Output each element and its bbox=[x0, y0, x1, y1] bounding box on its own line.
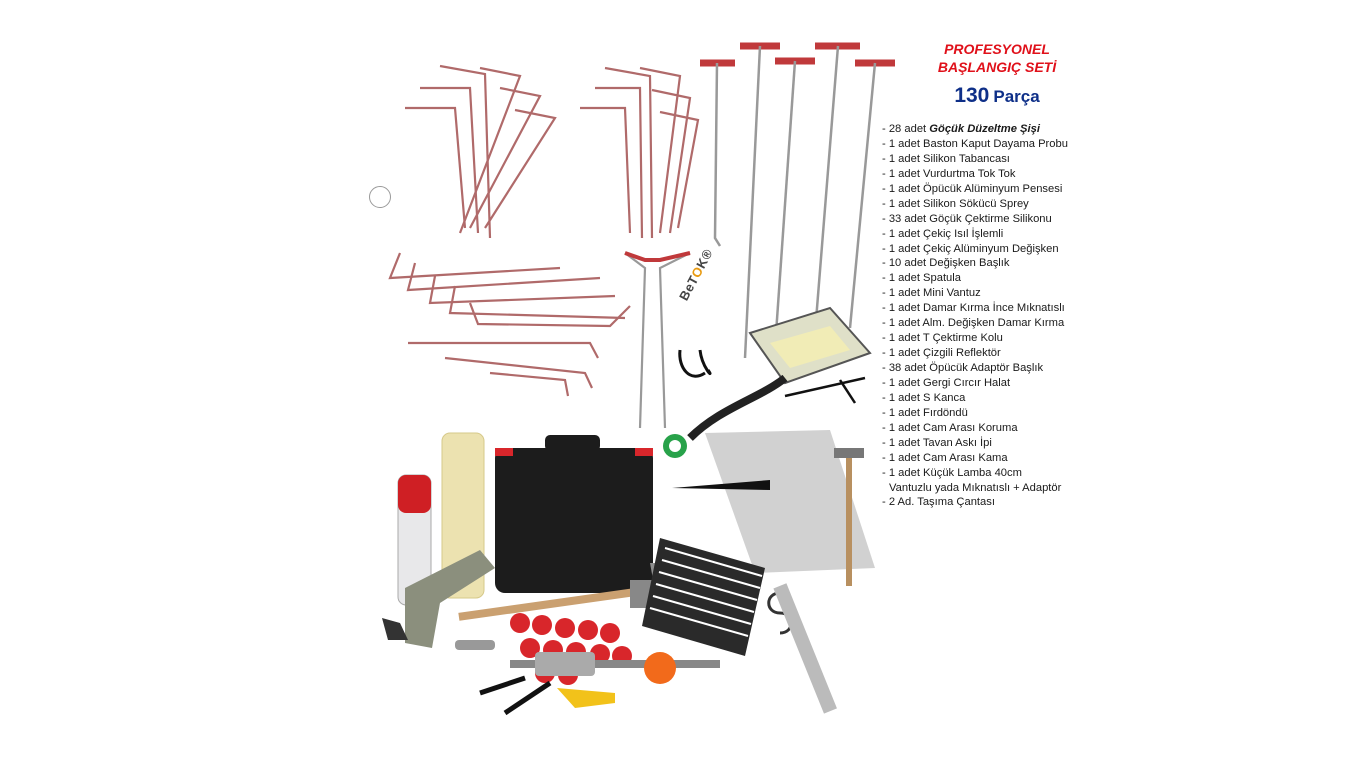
contents-item: - 1 adet Mini Vantuz bbox=[882, 287, 981, 300]
contents-item-continuation: Vantuzlu yada Mıknatıslı + Adaptör bbox=[889, 481, 1062, 494]
striped-reflector bbox=[642, 538, 765, 656]
contents-item: - 1 adet Fırdöndü bbox=[882, 406, 968, 419]
contents-item: - 1 adet Spatula bbox=[882, 272, 961, 285]
contents-item: - 1 adet Çizgili Reflektör bbox=[882, 347, 1001, 360]
contents-item: - 1 adet Tavan Askı İpi bbox=[882, 436, 992, 449]
y-rod bbox=[624, 251, 691, 429]
suction-handle bbox=[784, 376, 866, 404]
hammer bbox=[458, 580, 652, 621]
reflector-lamp bbox=[663, 306, 872, 458]
carry-case bbox=[495, 435, 653, 593]
contents-item: - 1 adet Çekiç Isıl İşlemli bbox=[882, 227, 1004, 240]
piece-count-unit: Parça bbox=[993, 87, 1040, 106]
tool-set-illustration bbox=[382, 42, 895, 716]
whale-tail-rods-left bbox=[405, 64, 557, 239]
contents-item: - 1 adet Gergi Cırcır Halat bbox=[882, 376, 1011, 389]
contents-item: - 38 adet Öpücük Adaptör Başlık bbox=[882, 362, 1044, 374]
contents-item: - 28 adet Göçük Düzeltme Şişi bbox=[882, 122, 1097, 137]
tap-hammer bbox=[834, 448, 864, 586]
contents-item: - 1 adet Silikon Tabancası bbox=[882, 152, 1010, 165]
pliers bbox=[479, 675, 552, 716]
contents-item: - 1 adet Öpücük Alüminyum Pensesi bbox=[882, 182, 1063, 195]
piece-count-number: 130 bbox=[954, 84, 990, 107]
contents-item: - 10 adet Değişken Başlık bbox=[882, 257, 1010, 270]
contents-item: - 1 adet Çekiç Alüminyum Değişken bbox=[882, 242, 1059, 255]
contents-item-last: - 2 Ad. Taşıma Çantası bbox=[882, 496, 995, 509]
contents-item: - 1 adet T Çektirme Kolu bbox=[882, 332, 1003, 345]
whale-tail-rods-right bbox=[580, 66, 700, 239]
bungee-cord bbox=[678, 349, 712, 378]
contents-item: - 1 adet Vurdurtma Tok Tok bbox=[882, 167, 1016, 180]
contents-item: - 1 adet Küçük Lamba 40cm bbox=[882, 466, 1022, 479]
slide-hammer bbox=[510, 652, 720, 684]
t-bar-puller bbox=[455, 640, 495, 650]
contents-item: - 1 adet Silikon Sökücü Sprey bbox=[882, 197, 1029, 210]
glue-gun bbox=[382, 550, 495, 648]
contents-first-bold: Göçük Düzeltme Şişi bbox=[929, 123, 1040, 135]
wedge bbox=[672, 480, 770, 490]
contents-item: - 1 adet Baston Kaput Dayama Probu bbox=[882, 137, 1068, 150]
contents-item: - 1 adet Cam Arası Kama bbox=[882, 451, 1008, 464]
hook-rods bbox=[388, 252, 631, 397]
contents-item: - 33 adet Göçük Çektirme Silikonu bbox=[882, 212, 1052, 225]
magnifier-circle-icon bbox=[369, 186, 391, 208]
contents-list: - 28 adet Göçük Düzeltme Şişi - 1 adet B… bbox=[882, 122, 1097, 510]
contents-item: - 1 adet Alm. Değişken Damar Kırma bbox=[882, 317, 1065, 330]
s-hook bbox=[767, 591, 793, 635]
t-handle-rods bbox=[700, 42, 895, 359]
window-protector bbox=[705, 430, 875, 573]
set-title: PROFESYONEL BAŞLANGIÇ SETİ bbox=[920, 40, 1074, 76]
contents-item: - 1 adet S Kanca bbox=[882, 391, 966, 404]
spray-can bbox=[397, 474, 432, 606]
set-title-line2: BAŞLANGIÇ SETİ bbox=[937, 59, 1057, 75]
product-image[interactable] bbox=[360, 28, 1100, 740]
contents-item: - 1 adet Cam Arası Koruma bbox=[882, 421, 1018, 434]
set-title-line1: PROFESYONEL bbox=[944, 41, 1050, 57]
contents-item: - 1 adet Damar Kırma İnce Mıknatıslı bbox=[882, 302, 1065, 315]
spatula bbox=[557, 688, 615, 708]
knockdown-rod bbox=[773, 583, 837, 714]
contents-first-prefix: - 28 adet bbox=[882, 123, 930, 135]
